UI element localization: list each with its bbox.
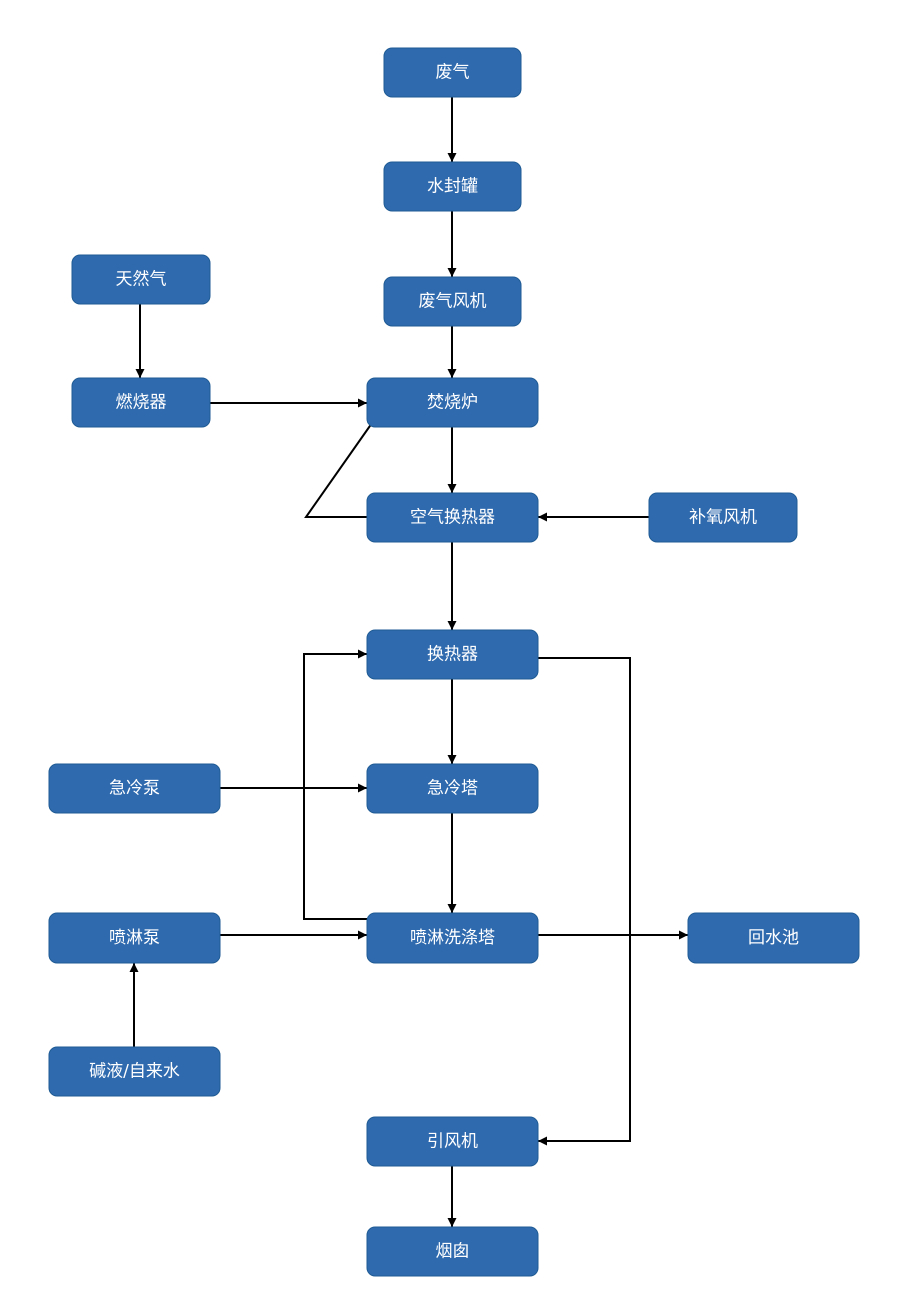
node-return-pool: 回水池 xyxy=(687,912,860,964)
node-spray-scrubber: 喷淋洗涤塔 xyxy=(366,912,539,964)
node-label: 急冷泵 xyxy=(109,779,160,799)
edges xyxy=(129,97,688,1227)
node-label: 换热器 xyxy=(427,645,478,665)
node-label: 补氧风机 xyxy=(689,508,757,528)
node-label: 空气换热器 xyxy=(410,508,495,528)
node-alkali-water: 碱液/自来水 xyxy=(48,1046,221,1097)
node-waste-gas: 废气 xyxy=(383,47,522,98)
node-waste-gas-fan: 废气风机 xyxy=(383,276,522,327)
node-label: 碱液/自来水 xyxy=(89,1062,180,1082)
node-label: 废气 xyxy=(436,63,470,83)
node-quench-tower: 急冷塔 xyxy=(366,763,539,814)
node-incinerator: 焚烧炉 xyxy=(366,377,539,428)
node-natural-gas: 天然气 xyxy=(71,254,211,305)
node-oxygen-fan: 补氧风机 xyxy=(648,492,798,543)
node-chimney: 烟囱 xyxy=(366,1226,539,1277)
node-label: 引风机 xyxy=(427,1132,478,1152)
node-quench-pump: 急冷泵 xyxy=(48,763,221,814)
node-label: 废气风机 xyxy=(419,292,487,312)
edge-heat-exchanger-to-induced-fan xyxy=(538,657,631,1146)
node-heat-exchanger: 换热器 xyxy=(366,629,539,680)
node-label: 水封罐 xyxy=(427,177,478,197)
node-label: 急冷塔 xyxy=(427,779,478,799)
node-label: 烟囱 xyxy=(436,1242,470,1262)
node-air-heat-exchanger: 空气换热器 xyxy=(366,492,539,543)
node-label: 焚烧炉 xyxy=(427,393,478,413)
node-label: 喷淋洗涤塔 xyxy=(410,928,495,948)
node-burner: 燃烧器 xyxy=(71,377,211,428)
edge-air-heat-exchanger-return-loop xyxy=(304,422,373,518)
node-induced-fan: 引风机 xyxy=(366,1116,539,1167)
edge-spray-scrubber-to-heat-exchanger xyxy=(303,649,367,920)
node-label: 天然气 xyxy=(116,270,167,290)
node-water-seal-tank: 水封罐 xyxy=(383,161,522,212)
node-spray-pump: 喷淋泵 xyxy=(48,912,221,964)
node-label: 燃烧器 xyxy=(116,393,167,413)
node-label: 喷淋泵 xyxy=(109,928,160,948)
node-label: 回水池 xyxy=(748,928,799,948)
